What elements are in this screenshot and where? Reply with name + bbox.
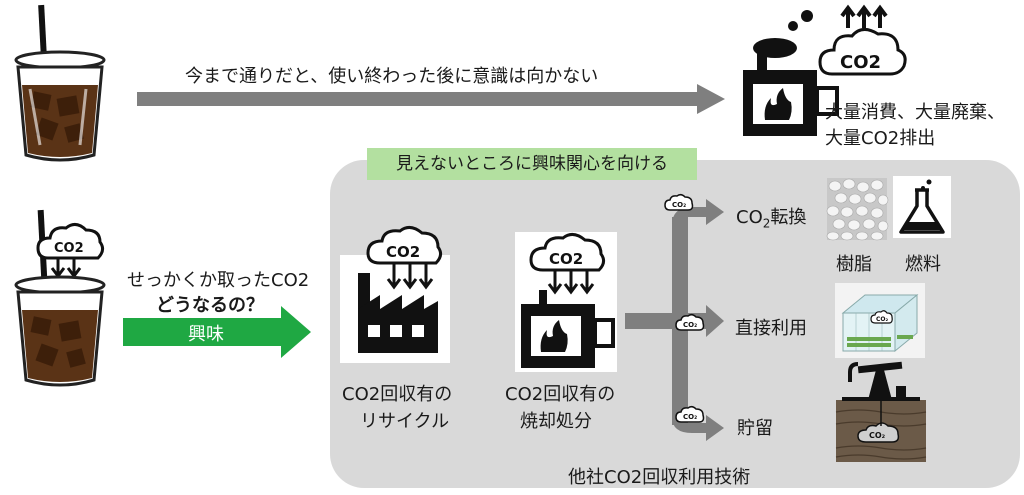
- co2-small-cloud-icon: CO₂: [675, 313, 705, 331]
- recycle-label-2: リサイクル: [360, 411, 450, 432]
- incinerate-label-1: CO2回収有の: [505, 384, 616, 405]
- recycle-label-1: CO2回収有の: [342, 384, 453, 405]
- svg-text:CO₂: CO₂: [683, 413, 697, 421]
- product-resin-label: 樹脂: [836, 254, 872, 275]
- banner: 見えないところに興味関心を向ける: [367, 148, 697, 180]
- resin-pellets-image: [826, 178, 889, 241]
- iced-coffee-cup-co2-icon: CO2: [14, 209, 106, 387]
- storage-well-image: CO₂: [835, 361, 927, 462]
- green-interest-arrow: [123, 306, 311, 358]
- svg-text:CO₂: CO₂: [876, 316, 889, 323]
- iced-coffee-cup-icon: [14, 4, 106, 162]
- question-line-1: せっかくか取ったCO2: [127, 270, 310, 291]
- svg-text:CO2: CO2: [549, 250, 583, 268]
- co2-small-cloud-icon: CO₂: [664, 193, 694, 211]
- branch-direct-use-label: 直接利用: [735, 318, 807, 339]
- incinerator-smoke-icon: [743, 10, 839, 136]
- branch-conversion-label: CO2転換: [736, 203, 806, 231]
- product-fuel-label: 燃料: [905, 254, 941, 275]
- svg-text:CO2: CO2: [54, 241, 84, 256]
- conversion-subscript: 2: [762, 216, 771, 231]
- incinerate-label-2: 焼却処分: [520, 411, 592, 432]
- co2-cloud-icon: CO2: [818, 4, 907, 76]
- interest-arrow-label: 興味: [188, 324, 224, 345]
- factory-co2-icon: CO2: [340, 226, 450, 363]
- greenhouse-image: CO₂: [835, 283, 925, 358]
- conversion-suffix: 転換: [770, 207, 807, 228]
- svg-text:CO₂: CO₂: [683, 321, 697, 329]
- svg-text:CO2: CO2: [386, 243, 420, 261]
- result-line-1: 大量消費、大量廃棄、: [825, 102, 1005, 123]
- conversion-prefix: CO: [736, 207, 763, 228]
- result-line-2: 大量CO2排出: [825, 128, 936, 149]
- co2-small-cloud-icon: CO₂: [675, 405, 705, 423]
- svg-text:CO2: CO2: [840, 52, 881, 73]
- incinerator-co2-icon: CO2: [515, 232, 617, 372]
- svg-text:CO₂: CO₂: [869, 431, 886, 440]
- question-line-2: どうなるの？: [156, 295, 264, 316]
- gray-arrow: [137, 84, 725, 114]
- top-arrow-label: 今まで通りだと、使い終わった後に意識は向かない: [185, 66, 599, 87]
- branch-storage-label: 貯留: [737, 418, 773, 439]
- flask-icon: [893, 176, 951, 238]
- panel-title: 他社CO2回収利用技術: [568, 467, 751, 488]
- svg-text:CO₂: CO₂: [672, 201, 686, 209]
